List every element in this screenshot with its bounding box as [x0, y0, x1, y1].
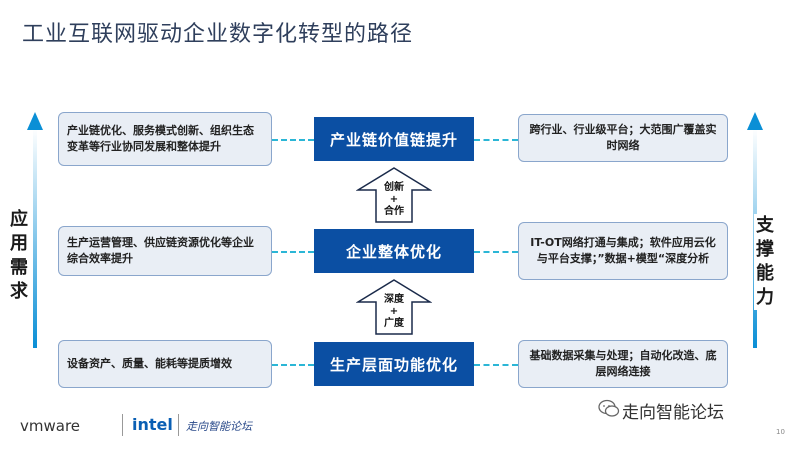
- forum-logo: 走向智能论坛: [186, 420, 252, 433]
- vmware-logo: vmware: [20, 417, 81, 435]
- left-box-row-1: 产业链优化、服务模式创新、组织生态变革等行业协同发展和整体提升: [58, 112, 272, 166]
- right-side-label: 支撑能力: [754, 214, 776, 310]
- dash-connector-left-row-3: [272, 364, 314, 366]
- page-title: 工业互联网驱动企业数字化转型的路径: [22, 22, 414, 47]
- logo-divider-2: [178, 414, 179, 436]
- up-arrow-1-text-1: 创新: [384, 182, 404, 193]
- center-box-row-2: 企业整体优化: [314, 229, 474, 273]
- up-arrow-1-text-2: +: [389, 194, 399, 205]
- center-box-row-1: 产业链价值链提升: [314, 117, 474, 161]
- left-vertical-arrow-shaft: [33, 128, 37, 348]
- logo-divider-1: [122, 414, 123, 436]
- dash-connector-left-row-1: [272, 139, 314, 141]
- dash-connector-right-row-2: [474, 251, 518, 253]
- right-box-row-3: 基础数据采集与处理；自动化改造、底层网络连接: [518, 340, 728, 388]
- up-arrow-2-text-2: +: [389, 306, 399, 317]
- dash-connector-left-row-2: [272, 251, 314, 253]
- right-box-row-2: IT-OT网络打通与集成；软件应用云化与平台支撑；”数据+模型“深度分析: [518, 222, 728, 280]
- watermark-text: 走向智能论坛: [622, 403, 724, 423]
- dash-connector-right-row-3: [474, 364, 518, 366]
- page-number: 10: [776, 428, 785, 436]
- left-vertical-arrow-head-icon: [27, 112, 43, 130]
- wechat-icon: [598, 399, 620, 417]
- up-arrow-1-icon: [356, 167, 432, 223]
- up-arrow-2-text-3: 广度: [384, 318, 404, 329]
- right-box-row-1: 跨行业、行业级平台；大范围广覆盖实时网络: [518, 114, 728, 162]
- up-arrow-2-icon: [356, 279, 432, 335]
- center-box-row-3: 生产层面功能优化: [314, 342, 474, 386]
- left-side-label: 应用需求: [8, 208, 30, 304]
- left-box-row-3: 设备资产、质量、能耗等提质增效: [58, 340, 272, 388]
- up-arrow-1-text-3: 合作: [384, 206, 404, 217]
- right-vertical-arrow-head-icon: [747, 112, 763, 130]
- intel-logo: intel: [132, 415, 173, 434]
- left-box-row-2: 生产运营管理、供应链资源优化等企业综合效率提升: [58, 226, 272, 276]
- dash-connector-right-row-1: [474, 139, 518, 141]
- up-arrow-2-text-1: 深度: [384, 294, 404, 305]
